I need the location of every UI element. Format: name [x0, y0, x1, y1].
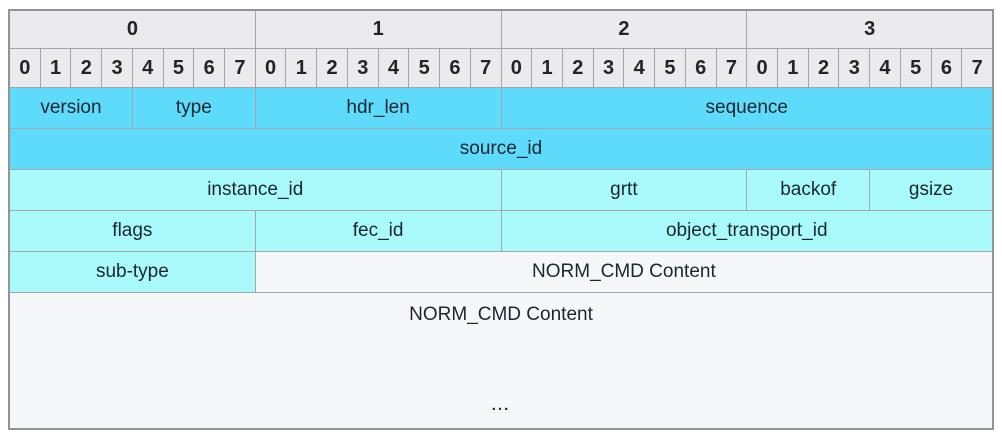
field-gsize: gsize [870, 170, 992, 210]
bit-header-cell: 1 [40, 49, 71, 87]
bit-header-cell: 6 [931, 49, 962, 87]
bit-header-cell: 2 [71, 49, 102, 87]
field-object-transport-id: object_transport_id [501, 211, 992, 251]
bit-header-cell: 3 [839, 49, 870, 87]
bit-header-cell: 4 [378, 49, 409, 87]
bit-header-cell: 5 [409, 49, 440, 87]
bit-header-cell: 5 [163, 49, 194, 87]
bit-header-cell: 0 [10, 49, 40, 87]
bit-header-cell: 0 [747, 49, 777, 87]
bit-header-cell: 7 [470, 49, 501, 87]
bit-header-cell: 7 [962, 49, 992, 87]
field-grtt: grtt [501, 170, 747, 210]
bit-header-cell: 3 [347, 49, 378, 87]
byte-header-cell: 2 [501, 11, 747, 48]
bit-header-cell: 3 [102, 49, 132, 87]
field-flags: flags [10, 211, 255, 251]
bit-header-cell: 6 [685, 49, 716, 87]
byte-header-cell: 3 [747, 11, 992, 48]
field-fec-id: fec_id [255, 211, 501, 251]
field-source-id: source_id [10, 129, 992, 169]
bit-header-cell: 1 [777, 49, 808, 87]
bit-header-cell: 2 [562, 49, 593, 87]
bit-header-cell: 3 [593, 49, 624, 87]
bit-header-cell: 4 [132, 49, 163, 87]
byte-header-cell: 0 [10, 11, 255, 48]
field-version: version [10, 88, 132, 128]
field-type: type [132, 88, 255, 128]
bit-header-cell: 0 [255, 49, 286, 87]
norm-cmd-content-area: NORM_CMD Content ... [10, 293, 992, 428]
bit-header-cell: 5 [655, 49, 685, 87]
content-ellipsis: ... [491, 397, 511, 414]
field-sequence: sequence [501, 88, 992, 128]
bit-header-cell: 6 [440, 49, 470, 87]
packet-format-table: 0 1 2 3 0 1 2 3 4 5 6 7 0 1 2 3 4 5 6 7 … [8, 9, 994, 430]
bit-header-cell: 4 [870, 49, 900, 87]
bit-header-cell: 7 [716, 49, 747, 87]
bit-header-cell: 1 [286, 49, 317, 87]
field-instance-id: instance_id [10, 170, 501, 210]
byte-header-cell: 1 [255, 11, 501, 48]
bit-header-cell: 7 [225, 49, 255, 87]
bit-header-cell: 0 [501, 49, 532, 87]
field-backof: backof [747, 170, 870, 210]
field-norm-cmd-content: NORM_CMD Content [255, 252, 992, 292]
field-sub-type: sub-type [10, 252, 255, 292]
bit-header-cell: 6 [194, 49, 225, 87]
norm-cmd-content-label: NORM_CMD Content [409, 304, 593, 325]
field-hdr-len: hdr_len [255, 88, 501, 128]
bit-header-cell: 5 [900, 49, 931, 87]
bit-header-cell: 1 [532, 49, 562, 87]
bit-header-cell: 2 [808, 49, 839, 87]
bit-header-cell: 2 [317, 49, 347, 87]
bit-header-cell: 4 [624, 49, 655, 87]
